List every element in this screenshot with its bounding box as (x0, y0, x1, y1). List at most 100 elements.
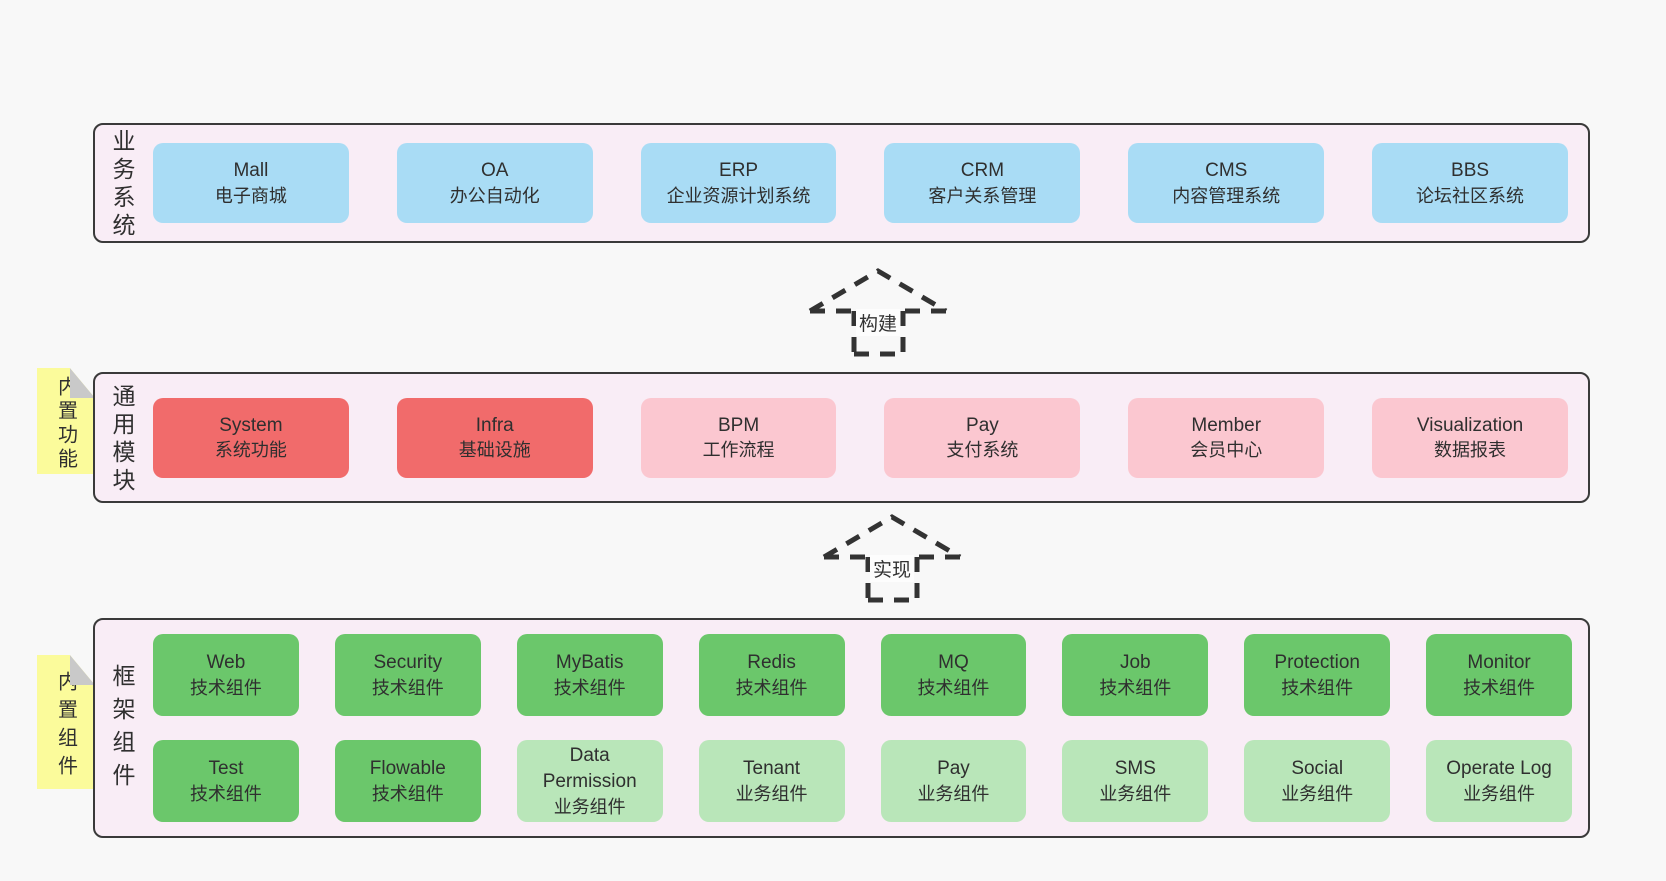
common-modules-panel: 通用模块 System 系统功能 Infra 基础设施 BPM 工作流程 Pay… (93, 372, 1590, 503)
box-name: Redis (747, 652, 796, 674)
box-desc: 业务组件 (553, 796, 626, 817)
box-job: Job 技术组件 (1062, 634, 1209, 716)
box-test: Test 技术组件 (153, 740, 299, 822)
box-name: Protection (1274, 652, 1360, 674)
box-name: Job (1119, 652, 1151, 674)
box-desc: 会员中心 (1190, 440, 1263, 461)
box-desc: 企业资源计划系统 (666, 185, 811, 206)
box-mybatis: MyBatis 技术组件 (516, 634, 663, 716)
box-sms: SMS 业务组件 (1062, 740, 1209, 822)
box-name: BPM (717, 414, 760, 436)
box-name: Pay (937, 758, 970, 780)
box-name: CRM (960, 160, 1005, 182)
box-desc: 技术组件 (1463, 677, 1536, 698)
box-name: ERP (719, 160, 759, 182)
box-tenant: Tenant 业务组件 (698, 740, 845, 822)
box-desc: 技术组件 (1099, 677, 1172, 698)
business-systems-panel: 业务系统 Mall 电子商城 OA 办公自动化 ERP 企业资源计划系统 CRM… (93, 123, 1590, 243)
box-name: MQ (938, 652, 969, 674)
box-desc: 业务组件 (1099, 783, 1172, 804)
box-desc: 业务组件 (1463, 783, 1536, 804)
box-name: Tenant (743, 758, 801, 780)
box-desc: 系统功能 (214, 440, 287, 461)
box-desc: 技术组件 (371, 783, 444, 804)
box-desc: 技术组件 (1281, 677, 1354, 698)
box-name: Social (1291, 758, 1344, 780)
business-systems-boxes: Mall 电子商城 OA 办公自动化 ERP 企业资源计划系统 CRM 客户关系… (149, 125, 1588, 241)
box-desc: 技术组件 (735, 677, 808, 698)
box-bpm: BPM 工作流程 (640, 397, 837, 478)
built-in-features-tag: 内置功能 (37, 368, 95, 474)
box-name: Flowable (369, 758, 446, 780)
box-redis: Redis 技术组件 (698, 634, 845, 716)
business-systems-title: 业务系统 (109, 129, 135, 241)
box-security: Security 技术组件 (334, 634, 481, 716)
box-desc: 技术组件 (371, 677, 444, 698)
box-operate-log: Operate Log 业务组件 (1426, 740, 1572, 822)
box-visualization: Visualization 数据报表 (1372, 397, 1568, 478)
implement-arrow: 实现 (822, 512, 962, 604)
folded-corner-icon (70, 368, 95, 398)
box-name: Security (373, 652, 443, 674)
box-protection: Protection 技术组件 (1244, 634, 1391, 716)
box-desc: 数据报表 (1434, 440, 1507, 461)
built-in-components-tag: 内置组件 (37, 655, 95, 789)
framework-components-boxes: Web 技术组件 Security 技术组件 MyBatis 技术组件 Redi… (149, 620, 1588, 836)
box-cms: CMS 内容管理系统 (1128, 143, 1325, 223)
build-arrow: 构建 (808, 266, 948, 358)
box-desc: 基础设施 (458, 440, 531, 461)
box-infra: Infra 基础设施 (396, 397, 593, 478)
box-name: Pay (966, 414, 999, 436)
box-social: Social 业务组件 (1244, 740, 1391, 822)
box-member: Member 会员中心 (1128, 397, 1325, 478)
common-modules-boxes: System 系统功能 Infra 基础设施 BPM 工作流程 Pay 支付系统… (149, 374, 1588, 501)
box-name: Operate Log (1446, 758, 1552, 780)
box-name: System (219, 414, 283, 436)
box-monitor: Monitor 技术组件 (1426, 634, 1572, 716)
box-desc: 业务组件 (1281, 783, 1354, 804)
built-in-components-tag-label: 内置组件 (54, 671, 77, 783)
box-name: Test (208, 758, 244, 780)
box-pay-component: Pay 业务组件 (880, 740, 1027, 822)
box-desc: 内容管理系统 (1172, 185, 1281, 206)
box-desc: 电子商城 (214, 185, 287, 206)
built-in-features-tag-label: 内置功能 (54, 376, 77, 472)
box-name: Mall (233, 160, 269, 182)
box-name: MyBatis (555, 652, 624, 674)
box-name: Visualization (1416, 414, 1524, 436)
box-desc: 工作流程 (702, 440, 775, 461)
box-desc: 业务组件 (917, 783, 990, 804)
framework-components-title: 框架组件 (109, 664, 135, 796)
framework-components-panel: 框架组件 Web 技术组件 Security 技术组件 MyBatis 技术组件… (93, 618, 1590, 838)
box-desc: 客户关系管理 (928, 185, 1037, 206)
box-desc: 业务组件 (735, 783, 808, 804)
box-name: Member (1191, 414, 1262, 436)
box-name: Monitor (1467, 652, 1531, 674)
box-name: CMS (1205, 160, 1248, 182)
box-desc: 技术组件 (189, 677, 262, 698)
box-name: OA (481, 160, 509, 182)
box-mall: Mall 电子商城 (153, 143, 349, 223)
box-desc: 技术组件 (189, 783, 262, 804)
box-erp: ERP 企业资源计划系统 (640, 143, 837, 223)
box-name: Infra (475, 414, 514, 436)
box-desc: 论坛社区系统 (1416, 185, 1525, 206)
box-crm: CRM 客户关系管理 (884, 143, 1081, 223)
box-web: Web 技术组件 (153, 634, 299, 716)
box-name: SMS (1114, 758, 1156, 780)
box-system: System 系统功能 (153, 397, 349, 478)
box-desc: 技术组件 (553, 677, 626, 698)
folded-corner-icon (70, 655, 95, 685)
box-flowable: Flowable 技术组件 (334, 740, 481, 822)
biz-components-row: Test 技术组件 Flowable 技术组件 Data Permission … (153, 740, 1572, 822)
box-desc: 支付系统 (946, 440, 1019, 461)
implement-arrow-label: 实现 (869, 555, 915, 582)
box-oa: OA 办公自动化 (396, 143, 593, 223)
tech-components-row: Web 技术组件 Security 技术组件 MyBatis 技术组件 Redi… (153, 634, 1572, 716)
box-desc: 技术组件 (917, 677, 990, 698)
box-bbs: BBS 论坛社区系统 (1372, 143, 1568, 223)
box-mq: MQ 技术组件 (880, 634, 1027, 716)
dashed-up-arrow-icon (808, 268, 948, 357)
box-name: Web (206, 652, 246, 674)
